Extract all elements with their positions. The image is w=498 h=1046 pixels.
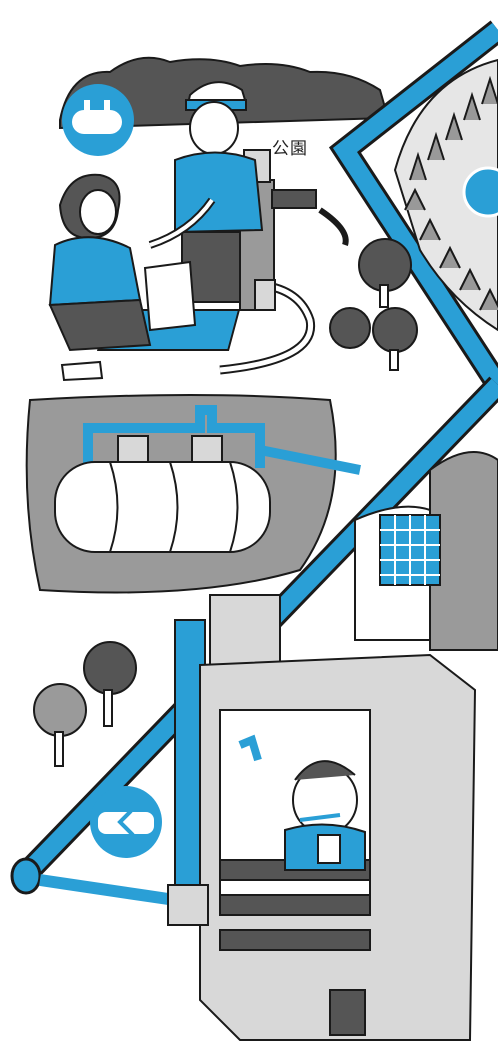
building-with-window [355,452,498,650]
broken-pipe-icon [90,786,162,858]
house-cross-section [175,595,475,1040]
service-pipe [40,880,208,925]
roadside-trees [34,642,136,766]
park-label: 公園 [272,134,308,159]
park-trees [330,239,417,370]
storage-tank-icon [62,84,134,156]
